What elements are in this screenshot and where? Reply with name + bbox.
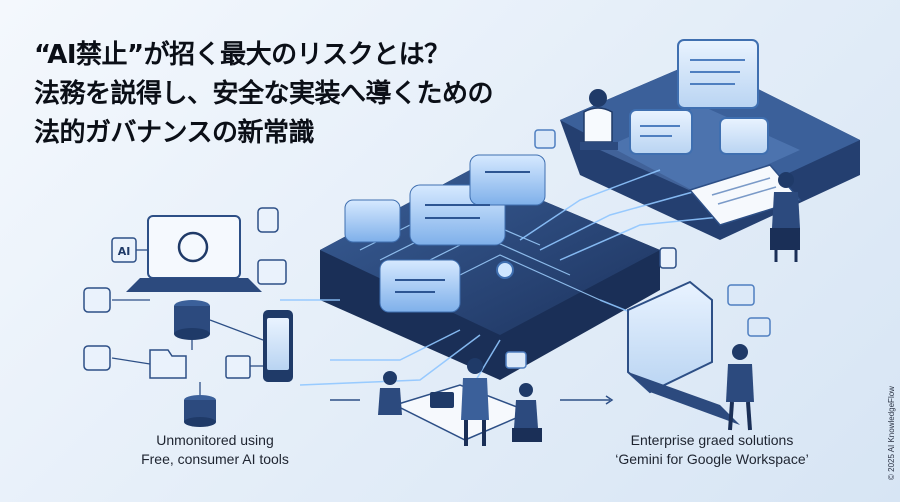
meeting-scene	[378, 351, 542, 446]
caption-consumer-line-2: Free, consumer AI tools	[141, 451, 289, 467]
caption-enterprise-line-1: Enterprise graed solutions	[630, 432, 794, 448]
headline-line-3: 法的ガバナンスの新常識	[34, 118, 314, 148]
headline-line-2: 法務を説得し、安全な実装へ導くための	[34, 79, 494, 109]
headline: “AI禁止”が招く最大のリスクとは？ 法務を説得し、安全な実装へ導くための 法的…	[34, 36, 494, 153]
chat-bubbles-center	[344, 154, 546, 313]
upper-right-scene	[534, 39, 802, 262]
right-scene	[330, 247, 771, 431]
caption-consumer-ai: Unmonitored using Free, consumer AI tool…	[120, 431, 310, 469]
caption-enterprise-line-2: ‘Gemini for Google Workspace’	[615, 451, 809, 467]
copyright-notice: © 2025 AI KnowledgeFlow	[887, 386, 896, 480]
headline-line-1: “AI禁止”が招く最大のリスクとは？	[34, 40, 450, 70]
caption-consumer-line-1: Unmonitored using	[156, 432, 274, 448]
ai-badge: AI	[118, 245, 131, 258]
circuit-lines	[280, 169, 741, 391]
left-cluster: AI	[83, 207, 293, 427]
caption-enterprise-ai: Enterprise graed solutions ‘Gemini for G…	[592, 431, 832, 469]
